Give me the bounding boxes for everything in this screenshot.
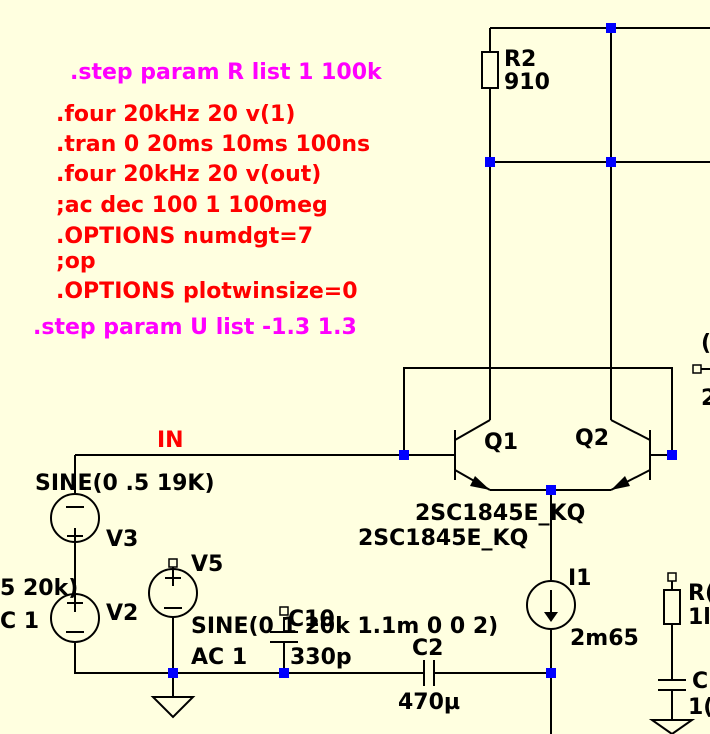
junctions (168, 23, 677, 678)
directive-options-numdgt[interactable]: .OPTIONS numdgt=7 (56, 224, 313, 249)
r2-value: 910 (504, 70, 550, 95)
v5-ac: AC 1 (191, 645, 247, 670)
q2-model: 2SC1845E_KQ (415, 501, 585, 526)
directive-step-r[interactable]: .step param R list 1 100k (70, 60, 383, 85)
c2-capacitor[interactable] (423, 659, 435, 687)
edge-label-top: ( (701, 331, 710, 356)
v3-source[interactable] (50, 493, 100, 544)
net-label-in[interactable]: IN (157, 428, 184, 453)
directive-step-u[interactable]: .step param U list -1.3 1.3 (33, 315, 357, 340)
right-resistor-name: R( (688, 581, 710, 606)
directive-tran[interactable]: .tran 0 20ms 10ms 100ns (56, 132, 370, 157)
r2-name: R2 (504, 47, 536, 72)
v3-name: V3 (106, 527, 138, 552)
q2-name: Q2 (575, 426, 609, 451)
v2-value-fragment: 5 20k) (0, 576, 78, 601)
right-resistor-value: 1l (688, 605, 710, 630)
v5-source[interactable] (148, 568, 198, 618)
c2-name: C2 (412, 636, 443, 661)
c10-name: C10 (288, 607, 335, 632)
right-capacitor-value: 1( (688, 695, 710, 720)
i1-value: 2m65 (570, 626, 639, 651)
pin-stubs (168, 364, 702, 616)
i1-current-source[interactable] (526, 580, 576, 630)
edge-label-mid: 2 (701, 386, 710, 411)
right-capacitor-name: C (692, 669, 708, 694)
v2-name: V2 (106, 601, 138, 626)
c10-capacitor[interactable] (270, 631, 298, 643)
v2-ac-fragment: C 1 (0, 609, 39, 634)
directive-ac[interactable]: ;ac dec 100 1 100meg (56, 193, 328, 218)
r2-resistor[interactable] (481, 51, 499, 89)
v5-value: SINE(0 1 20k 1.1m 0 0 2) (191, 614, 498, 639)
ground-symbol (150, 696, 196, 719)
directive-four-out[interactable]: .four 20kHz 20 v(out) (56, 162, 321, 187)
right-resistor[interactable] (663, 589, 681, 625)
q2-transistor[interactable] (610, 419, 651, 491)
c10-value: 330p (290, 645, 352, 670)
q1-model: 2SC1845E_KQ (358, 526, 528, 551)
i1-name: I1 (568, 566, 592, 591)
v2-source[interactable] (50, 593, 100, 643)
q1-name: Q1 (484, 430, 518, 455)
v5-name: V5 (191, 552, 223, 577)
directive-four-v1[interactable]: .four 20kHz 20 v(1) (56, 102, 295, 127)
right-capacitor[interactable] (658, 679, 686, 691)
directive-op[interactable]: ;op (56, 249, 96, 274)
right-ground-symbol (648, 719, 696, 734)
q1-transistor[interactable] (440, 419, 491, 491)
directive-options-plotwinsize[interactable]: .OPTIONS plotwinsize=0 (56, 279, 358, 304)
c2-value: 470µ (398, 690, 460, 715)
v3-value: SINE(0 .5 19K) (35, 471, 215, 496)
